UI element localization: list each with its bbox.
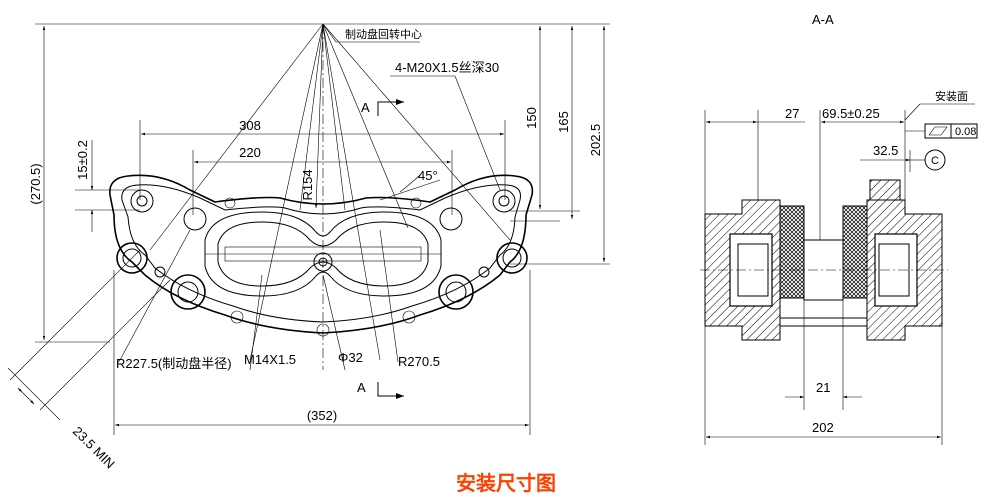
- center-rays: [149, 23, 511, 370]
- caliper-inner-outline: [121, 184, 521, 323]
- mount-holes: [116, 189, 528, 337]
- section-mark-bottom: A: [357, 380, 366, 395]
- phi32-label: Φ32: [338, 350, 363, 365]
- dim-165-label: 165: [556, 111, 571, 133]
- dim-15-label: 15±0.2: [75, 140, 90, 180]
- section-view: A-A 27 69.5±0.25 安装面 0.08: [700, 12, 978, 445]
- dim-220-label: 220: [239, 145, 261, 160]
- section-arrow-top: [377, 101, 404, 116]
- dim-308-label: 308: [239, 118, 261, 133]
- dim-32-5-label: 32.5: [873, 143, 898, 158]
- flatness-symbol-box: [924, 123, 952, 139]
- bolt-right-inner: [438, 274, 474, 310]
- front-view: (270.5) 15±0.2 150 165 202.5 308 220: [7, 23, 610, 472]
- dim-202-label: 202: [812, 420, 834, 435]
- hole-top-left: [130, 189, 154, 213]
- dim-270-5-label: (270.5): [28, 163, 43, 204]
- piston-window-inner: [217, 221, 429, 287]
- caliper-outline: [109, 174, 534, 334]
- section-title: A-A: [812, 12, 834, 27]
- dim-27-label: 27: [785, 106, 799, 121]
- dim-21-label: 21: [816, 380, 830, 395]
- piston-window: [204, 211, 442, 297]
- dim-352-label: (352): [307, 408, 337, 423]
- m14-label: M14X1.5: [244, 352, 296, 367]
- bolt-left-outer: [116, 242, 148, 274]
- tolerance-value: 0.08: [955, 126, 976, 138]
- drawing-caption: 安装尺寸图: [456, 471, 556, 495]
- mount-face-label: 安装面: [935, 89, 968, 103]
- r154-label: R154: [300, 169, 315, 200]
- center-hole: [313, 252, 333, 272]
- center-label: 制动盘回转中心: [345, 27, 422, 41]
- datum-label: C: [931, 155, 939, 167]
- r270-label: R270.5: [398, 354, 440, 369]
- angle-45-label: 45°: [418, 168, 438, 183]
- bolt-left-inner: [170, 274, 206, 310]
- thread-spec: 4-M20X1.5丝深30: [395, 60, 499, 75]
- mount-flange: [869, 179, 901, 201]
- pad-right: [842, 205, 868, 299]
- caliper-body: [109, 174, 534, 334]
- hole-top-right: [492, 189, 516, 213]
- dim-69-5-label: 69.5±0.25: [822, 106, 880, 121]
- dim-23-5-label: 23.5 MIN: [70, 424, 118, 472]
- pad-left: [779, 205, 805, 299]
- section-mark-top: A: [361, 100, 370, 115]
- dim-202-5-label: 202.5: [588, 124, 603, 157]
- datum-circle: [924, 149, 946, 171]
- r227-label: R227.5(制动盘半径): [116, 356, 232, 371]
- dim-150-label: 150: [524, 107, 539, 129]
- bolt-right-outer: [496, 242, 528, 274]
